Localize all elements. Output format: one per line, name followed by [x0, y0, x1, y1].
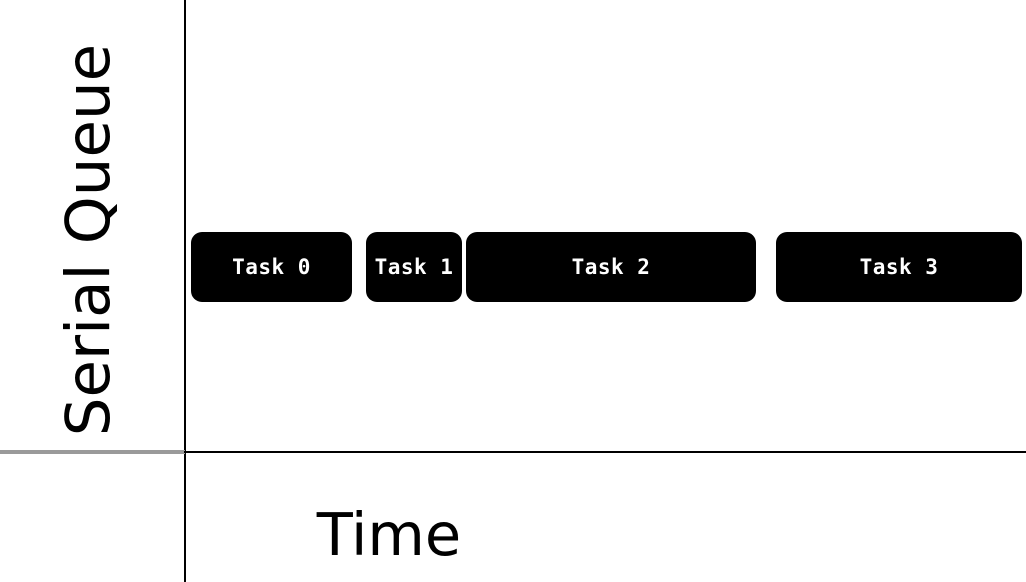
task-bar-label: Task 0: [232, 255, 311, 279]
y-axis-line: [184, 0, 186, 582]
task-bar[interactable]: Task 1: [366, 232, 462, 302]
task-bar-label: Task 2: [571, 255, 651, 279]
task-bar-label: Task 3: [859, 255, 939, 279]
x-axis-left-stub: [0, 450, 185, 454]
task-bar-label: Task 1: [374, 255, 454, 279]
x-axis-line: [184, 451, 1026, 453]
task-bar[interactable]: Task 0: [191, 232, 352, 302]
x-axis-title: Time: [316, 499, 462, 569]
y-axis-title: Serial Queue: [52, 43, 124, 437]
task-bar[interactable]: Task 3: [776, 232, 1022, 302]
task-bar[interactable]: Task 2: [466, 232, 756, 302]
